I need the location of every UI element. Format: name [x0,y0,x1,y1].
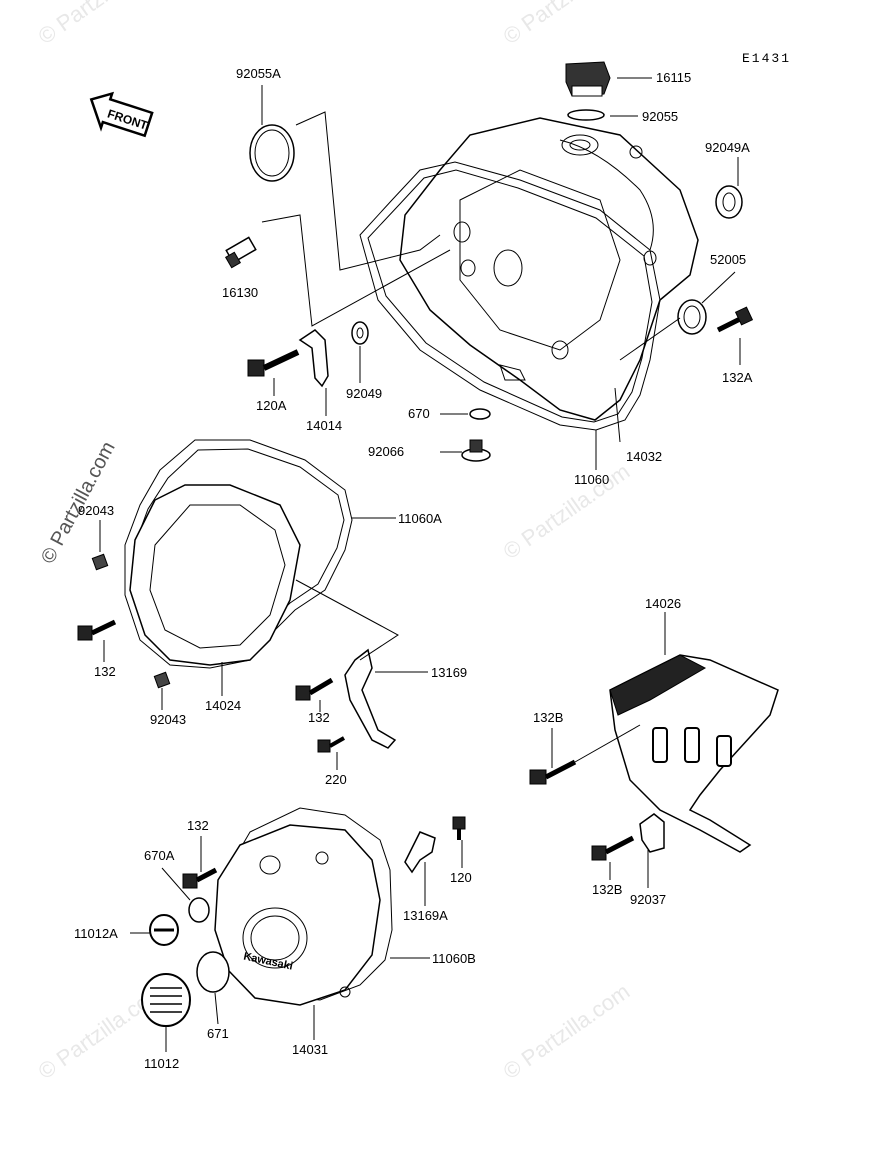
part-number-label: 670A [144,848,175,863]
part-number-label: 52005 [710,252,746,267]
part-number-label: 13169 [431,665,467,680]
part-number-label: 92055 [642,109,678,124]
front-arrow-icon: FRONT [89,91,154,138]
bolt-icon [591,835,635,861]
cable-clamp-outline [344,648,397,749]
part-number-label: 670 [408,406,430,421]
bolt-icon [182,867,218,889]
gasket-outline [359,161,661,431]
watermark: © Partzilla.com [499,979,635,1085]
watermark: © Partzilla.com [34,0,170,49]
inspection-cap-icon [149,914,179,946]
part-number-label: 14032 [626,449,662,464]
cover-outline [129,484,301,666]
cable-clamp-outline [404,831,436,874]
bolt-icon [247,349,300,377]
part-number-label: 120A [256,398,287,413]
generator-cover-assembly [77,439,428,770]
part-number-label: 132B [533,710,563,725]
clip-outline [639,813,665,853]
gasket-outline [124,439,353,669]
part-number-label: 11060B [432,951,476,966]
dowel-pin-icon [91,553,109,571]
bracket-outline [298,329,329,388]
clutch-outer-cover-assembly: Kawasaki [130,807,466,1052]
pin-icon [224,236,257,269]
part-number-label: 132 [94,664,116,679]
filler-cap-icon [565,61,611,97]
part-number-label: 16115 [656,70,691,85]
diagram-code: E1431 [742,51,791,66]
bolt-icon [529,759,577,785]
part-number-label: 11060 [574,472,609,487]
oil-seal-icon [715,185,743,219]
part-number-label: 11012A [74,926,118,941]
bolt-icon [452,816,466,840]
part-number-label: 92043 [78,503,114,518]
washer-icon [351,321,369,345]
sprocket-cover-assembly [529,612,779,888]
part-number-label: 11012 [144,1056,179,1071]
dowel-pin-icon [153,671,171,689]
seal-icon [677,299,707,335]
watermark: © Partzilla.com [499,459,635,565]
part-number-label: 92037 [630,892,666,907]
part-number-label: 92049A [705,140,750,155]
bolt-icon [77,619,117,641]
part-labels: 92055A 16115 92055 92049A 52005 132A 161… [74,66,753,1071]
part-number-label: 14024 [205,698,241,713]
vent-slot-icon [652,727,668,763]
o-ring-icon [567,109,605,121]
inspection-cap-icon [141,973,191,1027]
part-number-label: 132B [592,882,622,897]
drain-plug-icon [461,439,491,462]
part-number-label: 11060A [398,511,442,526]
part-number-label: 92055A [236,66,281,81]
clutch-cover-outline [399,117,699,421]
part-number-label: 132 [187,818,209,833]
vent-slot-icon [716,735,732,767]
cover-outline [214,824,381,1006]
o-ring-icon [249,124,295,182]
part-number-label: 220 [325,772,347,787]
part-number-label: 132 [308,710,330,725]
o-ring-icon [469,408,491,420]
part-number-label: 92049 [346,386,382,401]
watermark: © Partzilla.com [499,0,635,49]
o-ring-icon [188,897,210,923]
part-number-label: 14014 [306,418,342,433]
part-number-label: 16130 [222,285,258,300]
part-number-label: 14031 [292,1042,328,1057]
screw-icon [317,736,345,753]
part-number-label: 132A [722,370,753,385]
vent-slot-icon [684,727,700,763]
part-number-label: 13169A [403,908,448,923]
part-number-label: 92043 [150,712,186,727]
clutch-cover-assembly [224,61,754,470]
part-number-label: 14026 [645,596,681,611]
part-number-label: 92066 [368,444,404,459]
part-number-label: 671 [207,1026,229,1041]
bolt-icon [716,306,754,333]
part-number-label: 120 [450,870,472,885]
bolt-icon [295,677,334,701]
o-ring-icon [196,951,230,993]
